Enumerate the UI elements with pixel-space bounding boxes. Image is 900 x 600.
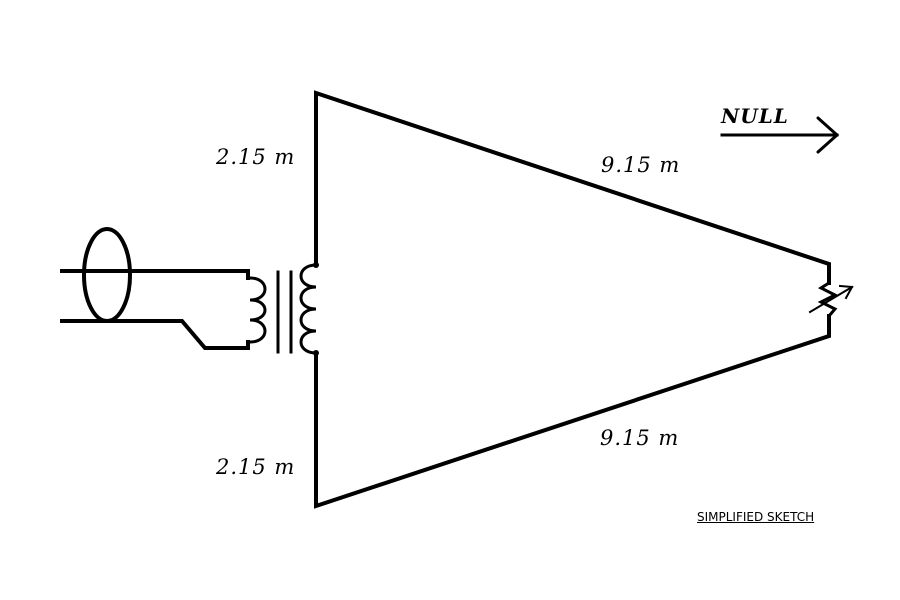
feed-line-top — [60, 269, 250, 280]
sketch-caption: SIMPLIFIED SKETCH — [697, 510, 815, 524]
left-bottom-length-label: 2.15 m — [216, 455, 296, 479]
bottom-slant-length-label: 9.15 m — [600, 426, 680, 450]
ferrite-ring-icon — [82, 227, 132, 323]
left-top-length-label: 2.15 m — [216, 145, 296, 169]
resistor-arrow-head-icon — [838, 284, 854, 300]
loop-antenna — [314, 90, 831, 509]
junction-dot-top — [313, 262, 319, 268]
secondary-coil-icon — [299, 263, 318, 355]
junction-dot-bottom — [313, 350, 319, 356]
top-slant-length-label: 9.15 m — [601, 153, 681, 177]
null-direction-label: NULL — [721, 104, 789, 128]
resistor-arrow-shaft — [808, 285, 854, 314]
primary-coil-icon — [248, 276, 267, 344]
null-arrow-head-icon — [816, 116, 840, 154]
feed-line-bottom — [60, 319, 250, 350]
variable-resistor-icon — [817, 280, 839, 319]
